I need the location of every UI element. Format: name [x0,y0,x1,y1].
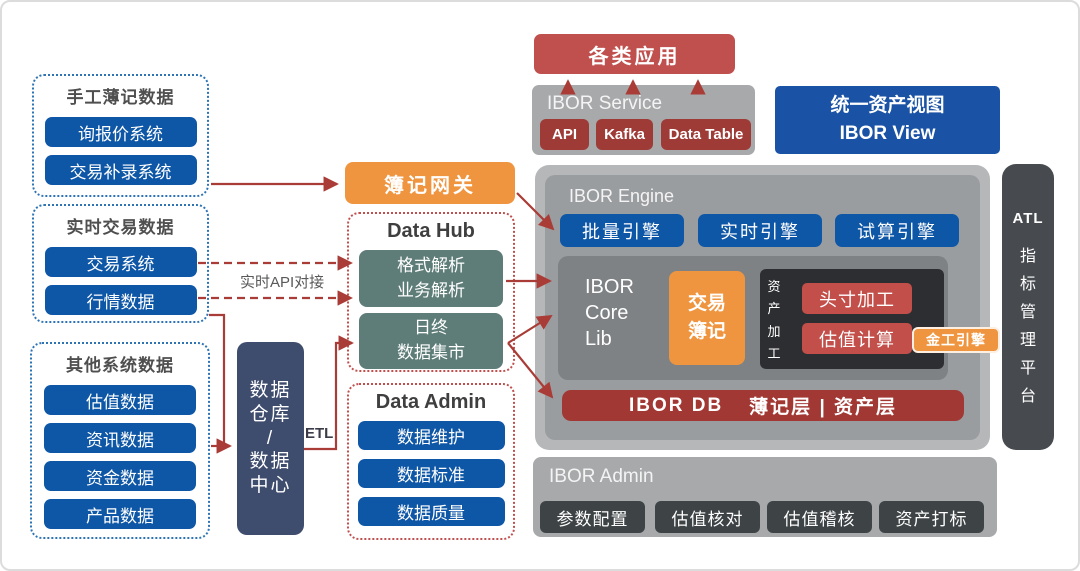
asset-char: 产 [767,301,781,317]
group-title: 实时交易数据 [66,218,175,237]
ibor-view-line1: 统一资产视图 [830,94,945,116]
core-line3: Lib [585,328,612,350]
node-valuation-data: 估值数据 [44,385,196,415]
asset-processing-label: 资 产 加 工 [765,276,783,362]
atl-char: 标 [1019,276,1036,293]
group-data-hub: Data Hub 格式解析 业务解析 日终 数据集市 [347,212,515,372]
mart-line1: 日终 [414,318,448,338]
node-trading-system: 交易系统 [44,247,197,277]
ibor-core-lib-label: IBOR Core Lib [585,274,634,352]
group-realtime-trade-data: 实时交易数据 交易系统 行情数据 [32,204,209,323]
group-title: 手工薄记数据 [66,88,175,107]
node-trade-supplement-system: 交易补录系统 [44,155,197,185]
ibor-db-layers: 薄记层 | 资产层 [749,397,898,418]
node-api: API [540,119,589,150]
warehouse-line: / [266,427,275,449]
atl-char: 管 [1019,304,1036,321]
panel-atl-indicator-platform: ATL 指 标 管 理 平 台 [1002,164,1054,450]
atl-label: ATL [1012,210,1044,227]
group-title: 其他系统数据 [66,356,174,375]
node-realtime-engine: 实时引擎 [698,214,822,247]
data-admin-title: Data Admin [375,391,487,413]
node-fin-engineering-engine: 金工引擎 [912,327,1000,353]
group-other-system-data: 其他系统数据 估值数据 资讯数据 资金数据 产品数据 [30,342,210,539]
parse-line2: 业务解析 [397,280,465,300]
node-valuation-calc: 估值计算 [802,323,912,354]
wire-realtime-to-warehouse [209,313,232,454]
node-position-processing: 头寸加工 [802,283,912,314]
node-asset-tagging: 资产打标 [879,501,984,533]
panel-asset-processing: 资 产 加 工 头寸加工 估值计算 [760,269,944,369]
node-valuation-audit: 估值稽核 [767,501,872,533]
warehouse-line: 仓库 [249,403,292,425]
group-manual-booking-data: 手工薄记数据 询报价系统 交易补录系统 [32,74,209,197]
node-eod-data-mart: 日终 数据集市 [359,313,503,369]
panel-ibor-engine: IBOR Engine 批量引擎 实时引擎 试算引擎 IBOR Core Lib… [545,175,980,440]
panel-ibor-admin: IBOR Admin 参数配置 估值核对 估值稽核 资产打标 [533,457,997,537]
node-data-maintenance: 数据维护 [357,421,505,450]
panel-ibor-service: IBOR Service API Kafka Data Table [532,85,755,155]
parse-line1: 格式解析 [397,255,465,275]
ibor-db-name: IBOR DB [628,394,724,416]
booking-line1: 交易 [687,292,726,314]
node-param-config: 参数配置 [540,501,645,533]
node-batch-engine: 批量引擎 [560,214,684,247]
core-line1: IBOR [585,276,634,298]
warehouse-line: 数据 [249,451,292,473]
atl-char: 理 [1019,332,1036,349]
node-cash-data: 资金数据 [44,461,196,491]
label-realtime-api-link: 实时API对接 [240,274,325,291]
atl-char: 指 [1019,248,1036,265]
node-trial-engine: 试算引擎 [835,214,959,247]
ibor-admin-title: IBOR Admin [549,466,654,487]
node-booking-gateway: 簿记网关 [345,162,515,204]
asset-char: 工 [767,345,781,361]
ibor-engine-title: IBOR Engine [569,186,675,206]
label-etl: ETL [305,425,334,442]
node-data-standard: 数据标准 [357,459,505,488]
warehouse-line: 数据 [249,380,292,402]
mart-line2: 数据集市 [397,343,465,362]
ibor-service-title: IBOR Service [547,93,663,114]
asset-char: 资 [767,279,781,294]
atl-char: 平 [1019,360,1036,377]
node-various-apps: 各类应用 [534,34,735,74]
booking-line2: 簿记 [687,321,726,342]
node-trade-booking: 交易 簿记 [669,271,745,365]
core-line2: Core [585,302,629,324]
ibor-view-line2: IBOR View [839,123,936,144]
asset-char: 加 [767,323,781,339]
node-kafka: Kafka [596,119,653,150]
node-data-warehouse-center: 数据 仓库 / 数据 中心 [237,342,304,535]
node-valuation-check: 估值核对 [655,501,760,533]
panel-ibor-core-lib: IBOR Core Lib 交易 簿记 资 产 加 工 头寸加工 估值计算 [558,256,948,380]
warehouse-line: 中心 [249,475,292,497]
node-product-data: 产品数据 [44,499,196,529]
node-format-business-parse: 格式解析 业务解析 [359,250,503,307]
node-data-quality: 数据质量 [357,497,505,526]
node-quote-system: 询报价系统 [44,117,197,147]
node-ibor-view: 统一资产视图 IBOR View [775,86,1000,154]
node-ibor-db: IBOR DB 薄记层 | 资产层 [562,390,964,421]
node-market-data: 行情数据 [44,285,197,315]
atl-char: 台 [1019,388,1036,405]
node-info-data: 资讯数据 [44,423,196,453]
group-data-admin: Data Admin 数据维护 数据标准 数据质量 [347,383,515,540]
node-data-table: Data Table [661,119,751,150]
data-hub-title: Data Hub [387,220,475,242]
